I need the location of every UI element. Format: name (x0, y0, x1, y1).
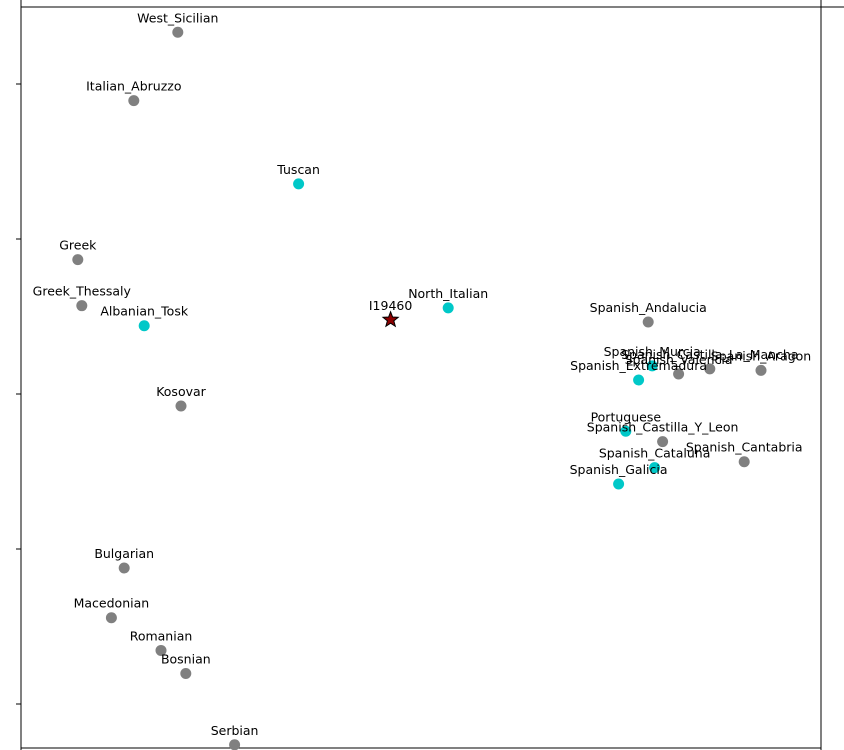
point-label-west-sicilian: West_Sicilian (137, 10, 218, 25)
point-greek-thessaly (76, 300, 88, 312)
point-west-sicilian (172, 26, 184, 38)
point-label-serbian: Serbian (211, 723, 259, 738)
point-label-bulgarian: Bulgarian (94, 546, 154, 561)
point-label-greek: Greek (59, 238, 97, 253)
point-spanish-andalucia (642, 316, 654, 328)
point-label-spanish-aragon: Spanish_Aragon (711, 348, 811, 363)
point-spanish-galicia (613, 478, 625, 490)
point-label-italian-abruzzo: Italian_Abruzzo (86, 79, 181, 94)
point-spanish-valencia (673, 368, 685, 380)
point-label-spanish-andalucia: Spanish_Andalucia (590, 300, 707, 315)
point-bosnian (180, 667, 192, 679)
point-label-kosovar: Kosovar (156, 384, 206, 399)
star-point-i19460 (381, 310, 400, 328)
point-bulgarian (118, 562, 130, 574)
point-label-spanish-galicia: Spanish_Galicia (570, 462, 668, 477)
point-spanish-castilla-y-leon (657, 436, 669, 448)
point-label-greek-thessaly: Greek_Thessaly (33, 284, 132, 299)
point-albanian-tosk (138, 320, 150, 332)
point-label-spanish-murcia: Spanish_Murcia (604, 344, 701, 359)
point-label-bosnian: Bosnian (161, 651, 211, 666)
point-italian-abruzzo (128, 95, 140, 107)
point-label-macedonian: Macedonian (74, 596, 150, 611)
point-label-spanish-cantabria: Spanish_Cantabria (686, 440, 803, 455)
point-serbian (229, 739, 241, 750)
point-spanish-castilla-la-mancha (704, 363, 716, 375)
data-marks: West_SicilianItalian_AbruzzoGreekGreek_T… (33, 10, 811, 750)
point-north-italian (442, 302, 454, 314)
point-macedonian (105, 612, 117, 624)
point-label-spanish-cataluna: Spanish_Cataluna (599, 446, 711, 461)
point-spanish-cataluna (649, 462, 661, 474)
point-romanian (155, 644, 167, 656)
point-label-romanian: Romanian (130, 628, 193, 643)
point-kosovar (175, 400, 187, 412)
point-label-albanian-tosk: Albanian_Tosk (100, 304, 189, 319)
point-label-spanish-extremadura: Spanish_Extremadura (570, 358, 707, 373)
point-spanish-aragon (755, 364, 767, 376)
point-greek (72, 254, 84, 266)
point-label-spanish-valencia: Spanish_Valencia (625, 352, 733, 367)
point-spanish-extremadura (633, 374, 645, 386)
point-tuscan (293, 178, 305, 190)
point-label-spanish-castilla-la-mancha: Spanish_Castilla_La_Mancha (621, 347, 798, 362)
point-spanish-murcia (646, 360, 658, 372)
point-label-north-italian: North_Italian (408, 286, 488, 301)
point-label-tuscan: Tuscan (276, 162, 320, 177)
point-label-i19460: I19460 (369, 298, 412, 313)
axes-frame (16, 0, 844, 750)
point-spanish-cantabria (738, 456, 750, 468)
point-portuguese (620, 425, 632, 437)
point-label-spanish-castilla-y-leon: Spanish_Castilla_Y_Leon (587, 420, 739, 435)
point-label-portuguese: Portuguese (591, 409, 662, 424)
